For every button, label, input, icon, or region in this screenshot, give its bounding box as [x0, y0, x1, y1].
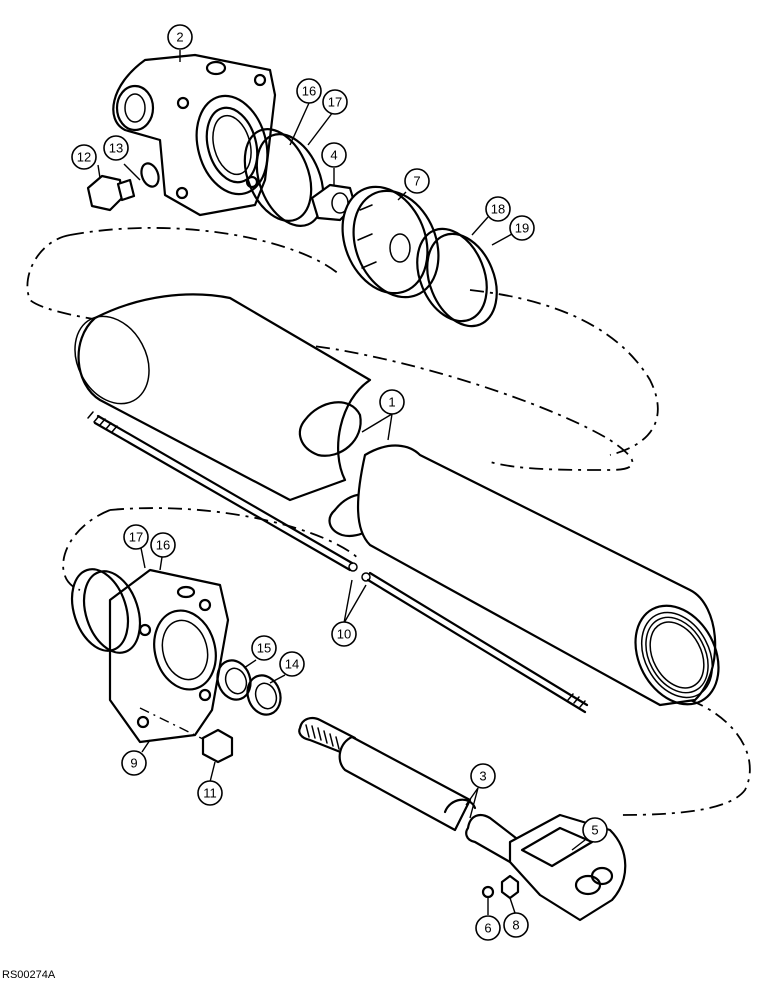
svg-text:2: 2 [176, 30, 183, 45]
backup-ring-17-upper [255, 132, 325, 228]
callout-8: 7 [404, 168, 430, 194]
callout-3: 3 [470, 763, 496, 789]
callout-19: 19 [509, 215, 535, 241]
upper-assembly-envelope-left [69, 227, 341, 276]
o-ring-16-upper [243, 127, 313, 223]
callout-18: 18 [485, 196, 511, 222]
svg-text:15: 15 [257, 641, 271, 656]
svg-text:17: 17 [328, 95, 342, 110]
callout-13: 13 [103, 135, 129, 161]
callout-9: 9 [121, 750, 147, 776]
callout-6: 6 [475, 915, 501, 941]
svg-text:9: 9 [130, 756, 137, 771]
callout-10: 10 [331, 621, 357, 647]
svg-text:13: 13 [109, 141, 123, 156]
svg-text:4: 4 [330, 148, 337, 163]
svg-text:16: 16 [302, 84, 316, 99]
cylinder-head-upper [112, 53, 277, 217]
piston-seal-18 [416, 227, 488, 323]
callout-7: 8 [503, 912, 529, 938]
callout-2: 2 [167, 24, 193, 50]
backup-ring-16-lower [82, 570, 142, 654]
wiper-14-inner [254, 682, 278, 710]
callouts: 2 16 17 13 12 4 7 18 19 1 17 16 10 15 14… [71, 24, 608, 941]
svg-text:12: 12 [77, 150, 91, 165]
seal-15-inner [224, 667, 248, 695]
svg-text:7: 7 [413, 174, 420, 189]
callout-16-upper: 16 [296, 78, 322, 104]
piston-8 [341, 185, 440, 299]
upper-assembly-envelope [26, 234, 634, 471]
cap-6 [481, 885, 495, 899]
svg-text:8: 8 [512, 918, 519, 933]
lower-assembly-envelope [62, 509, 111, 591]
callout-17-lower: 17 [123, 524, 149, 550]
svg-text:19: 19 [515, 221, 529, 236]
cylinder-head-lower [108, 568, 230, 744]
o-ring-13 [140, 162, 160, 188]
tie-rod [87, 411, 589, 714]
callout-1: 1 [379, 389, 405, 415]
upper-assembly-envelope-right [469, 289, 659, 456]
callout-16-lower: 16 [150, 532, 176, 558]
plug-12 [86, 174, 136, 212]
svg-text:3: 3 [479, 769, 486, 784]
callout-15: 15 [251, 635, 277, 661]
svg-text:5: 5 [591, 823, 598, 838]
wiper-14 [246, 674, 282, 716]
svg-text:1: 1 [388, 395, 395, 410]
svg-text:14: 14 [285, 657, 299, 672]
piston-rod [298, 717, 527, 864]
svg-text:17: 17 [129, 530, 143, 545]
callout-12: 12 [71, 144, 97, 170]
callout-17-upper: 17 [322, 89, 348, 115]
tie-rod-centerline [139, 707, 206, 741]
clevis-5 [508, 813, 627, 922]
callout-5: 5 [582, 817, 608, 843]
callout-11: 11 [197, 780, 223, 806]
wear-ring-19 [426, 232, 498, 328]
callout-14: 14 [279, 651, 305, 677]
o-ring-17-lower [70, 568, 130, 652]
grease-fitting-7 [500, 874, 520, 900]
seal-15 [216, 659, 252, 701]
leader-lines [97, 50, 586, 915]
nut-11 [201, 728, 234, 764]
cylinder-barrel [74, 293, 720, 707]
svg-text:10: 10 [337, 627, 351, 642]
svg-text:11: 11 [203, 786, 217, 801]
svg-text:6: 6 [484, 921, 491, 936]
svg-text:18: 18 [491, 202, 505, 217]
figure-code: RS00274A [2, 969, 56, 981]
svg-text:16: 16 [156, 538, 170, 553]
callout-4: 4 [321, 142, 347, 168]
lower-assembly-envelope-right [619, 699, 751, 816]
